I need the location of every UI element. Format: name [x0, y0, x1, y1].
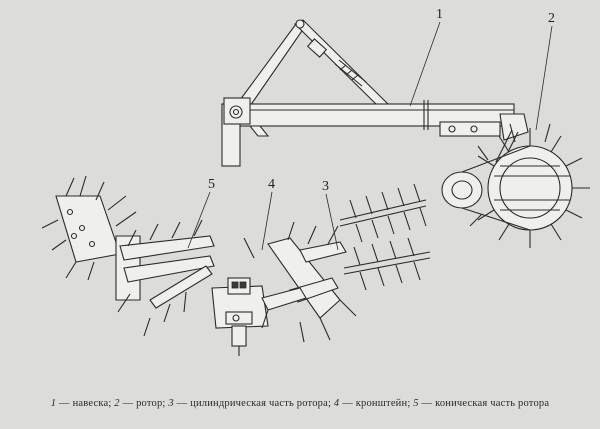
caption-num-1: 1	[50, 398, 57, 409]
leader-lines	[187, 21, 553, 251]
callout-4: 4	[268, 177, 275, 192]
hitch-frame	[221, 19, 529, 167]
rotor-cylindrical	[243, 183, 431, 343]
callout-3: 3	[322, 179, 329, 194]
bracket	[211, 277, 269, 356]
callout-2: 2	[548, 11, 555, 26]
caption-num-4: 4	[333, 398, 340, 409]
caption-num-2: 2	[114, 398, 120, 409]
caption-num-5: 5	[413, 398, 419, 409]
callout-5: 5	[208, 177, 215, 192]
rotor-side-view	[441, 123, 590, 248]
callout-1: 1	[436, 7, 443, 22]
caption-num-3: 3	[168, 398, 174, 409]
caption-text-4: — кронштейн;	[339, 398, 414, 409]
caption-text-2: — ротор;	[119, 398, 169, 409]
figure-caption: 1 — навеска; 2 — ротор; 3 — цилиндрическ…	[0, 398, 600, 409]
rotor-conical-left	[41, 175, 215, 337]
caption-text-1: — навеска;	[56, 398, 115, 409]
caption-text-5: — коническая часть ротора	[418, 398, 550, 409]
caption-text-3: — цилиндрическая часть ротора;	[173, 398, 334, 409]
